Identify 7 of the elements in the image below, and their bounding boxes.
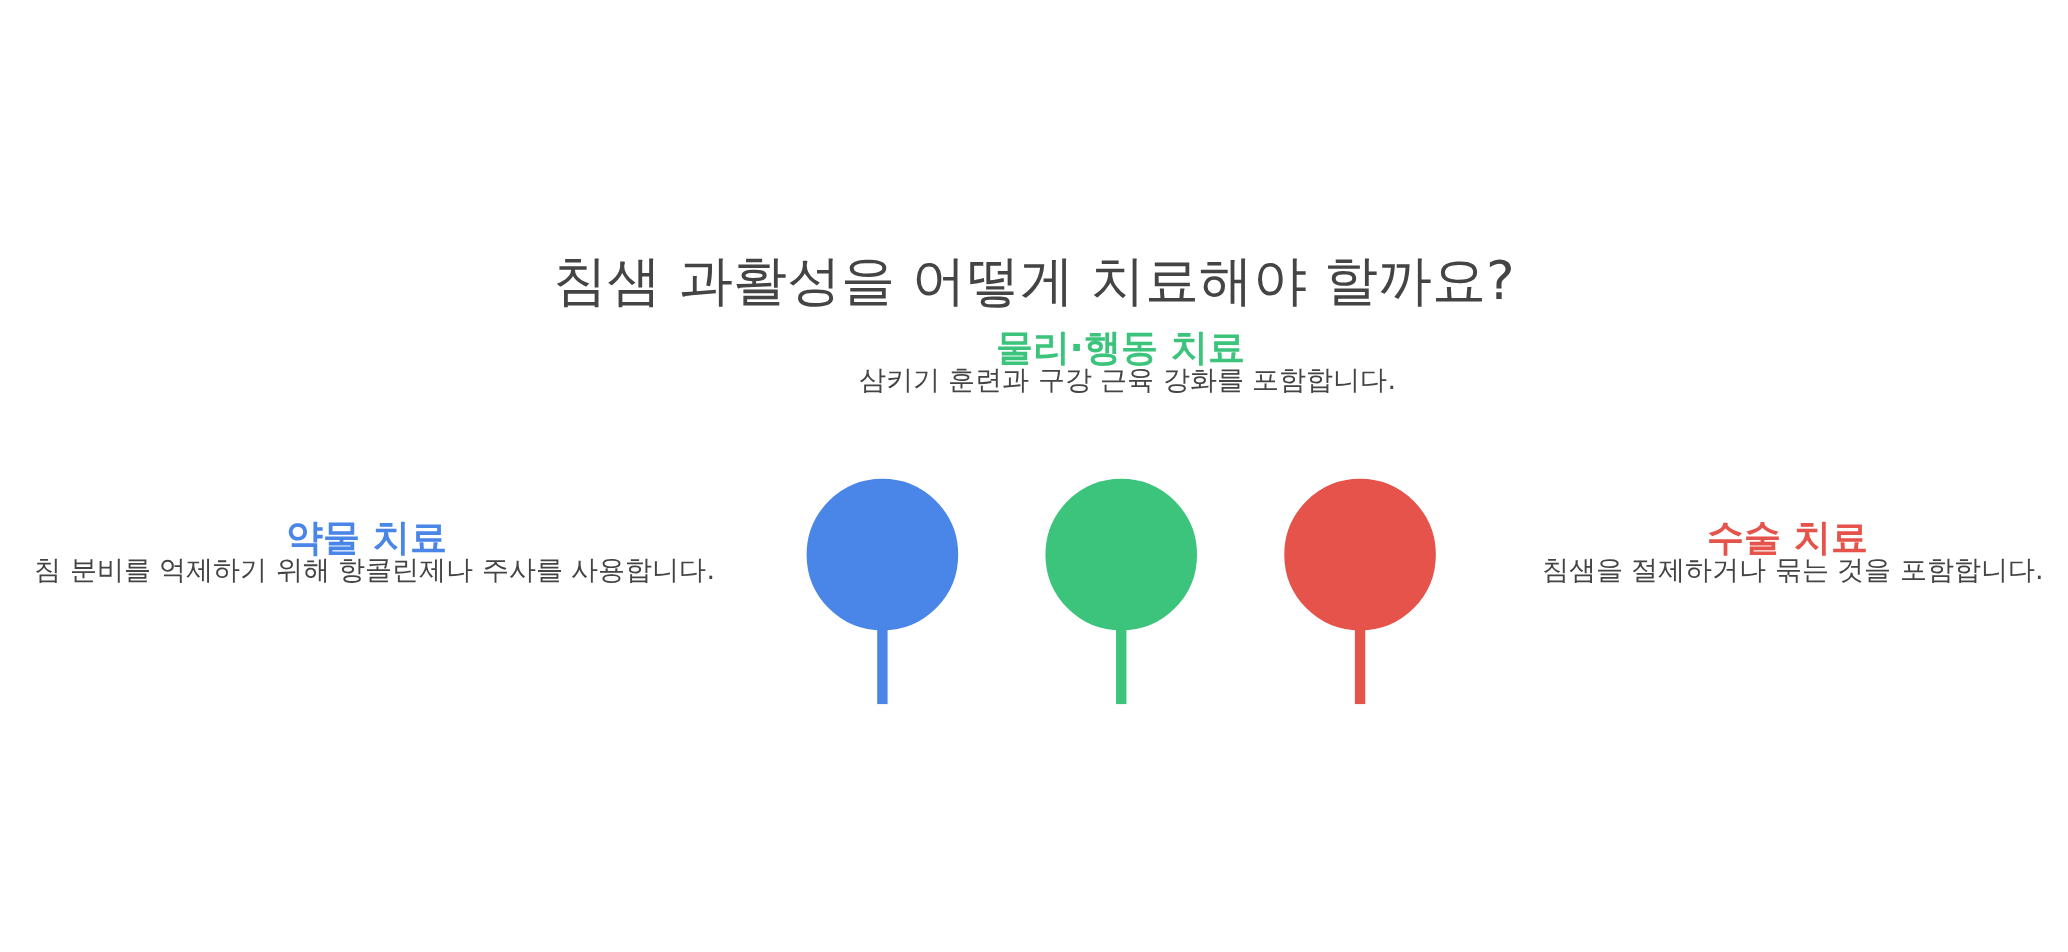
connector (1354, 629, 1366, 704)
connector (1116, 629, 1127, 704)
node-circle (1284, 478, 1436, 630)
connector (877, 629, 888, 704)
node-circle (1045, 478, 1198, 630)
diagram-title: 침샘 과활성을 어떻게 치료해야 할까요? (553, 248, 1515, 312)
node-circle (806, 478, 959, 630)
